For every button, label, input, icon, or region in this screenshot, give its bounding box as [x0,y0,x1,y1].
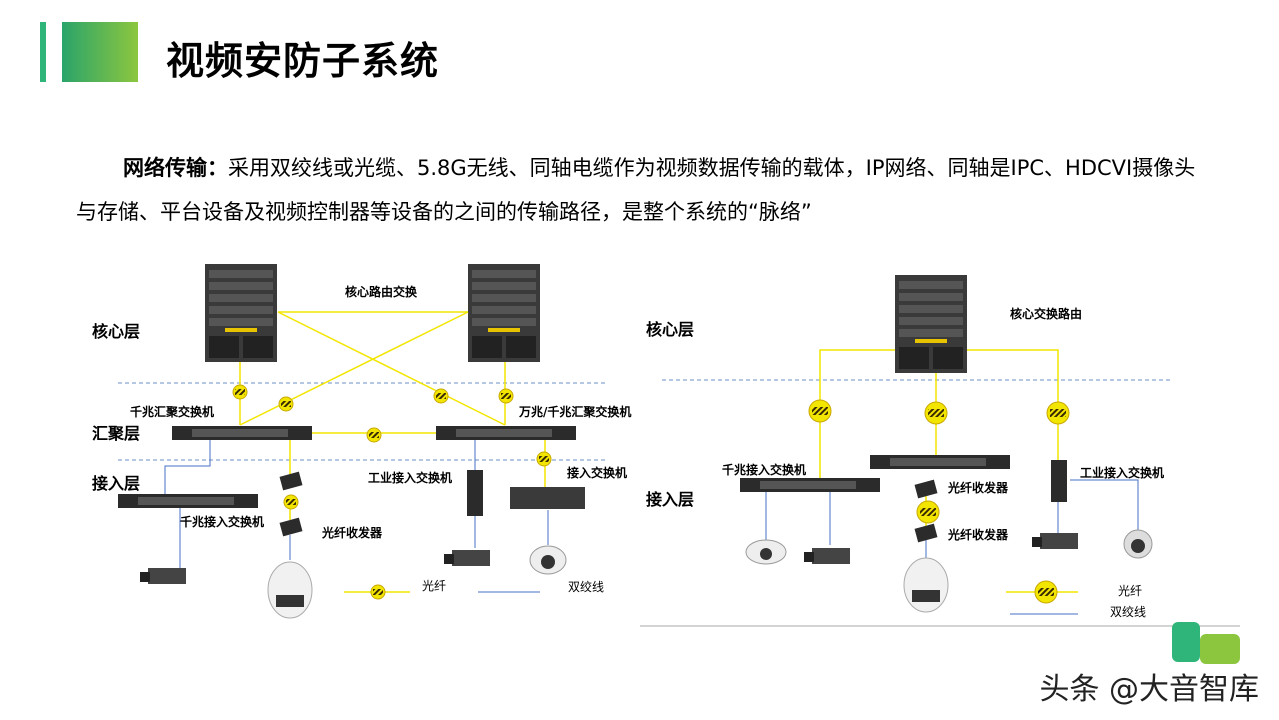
right-fiber-transceiver-1 [914,479,938,499]
intro-text: 采用双绞线或光缆、5.8G无线、同轴电缆作为视频数据传输的载体，IP网络、同轴是… [76,156,1196,224]
left-agg-right-label: 万兆/千兆汇聚交换机 [519,405,632,419]
left-access-switch [510,487,585,509]
left-box-camera-2 [444,550,490,566]
right-dome-camera [745,539,787,565]
left-fiber-transceiver-2 [279,517,303,537]
left-box-camera-1 [140,568,186,584]
right-legend-fiber: 光纤 [1118,584,1143,598]
right-switch-mid [870,455,1010,469]
corner-accent-1 [1172,622,1200,662]
title-accent-block [62,22,138,82]
right-fiber-markers [808,399,1070,604]
left-legend-twisted: 双绞线 [568,580,605,594]
right-box-camera-1 [804,548,850,564]
right-industrial-label: 工业接入交换机 [1080,466,1165,480]
left-agg-switch-2 [436,426,576,440]
right-transceiver-label-2: 光纤收发器 [948,528,1009,542]
left-transceiver-label: 光纤收发器 [322,526,383,540]
title-accent-bar [40,22,46,82]
left-layer-core: 核心层 [92,322,141,341]
left-legend-fiber: 光纤 [422,579,447,593]
right-twisted-links [765,479,1139,615]
right-legend-twisted: 双绞线 [1110,605,1147,619]
left-industrial-switch [467,470,483,516]
left-core-label: 核心路由交换 [345,285,418,299]
page-title: 视频安防子系统 [166,39,440,83]
left-dome-camera [529,545,567,575]
right-layer-core: 核心层 [646,320,695,339]
left-gig-access-label: 千兆接入交换机 [180,515,265,529]
watermark: 头条 @大音智库 [1039,672,1259,707]
left-access-switch-label: 接入交换机 [567,466,628,480]
right-core-label: 核心交换路由 [1010,307,1083,321]
left-core-router-1 [205,264,277,362]
intro-paragraph: 网络传输：采用双绞线或光缆、5.8G无线、同轴电缆作为视频数据传输的载体，IP网… [76,146,1216,234]
left-layer-access: 接入层 [92,474,141,493]
left-twisted-links [164,440,549,593]
left-layer-aggregation: 汇聚层 [92,424,141,443]
intro-lead: 网络传输： [123,156,228,180]
right-box-camera-2 [1032,533,1078,549]
left-ptz-camera [267,561,313,619]
right-ptz-camera [903,557,949,613]
right-gig-access-switch [740,478,880,492]
right-layer-access: 接入层 [646,490,695,509]
left-gig-access-switch [118,494,258,508]
right-industrial-switch [1051,460,1067,502]
left-fiber-transceiver-1 [279,471,303,491]
right-core-router [895,275,967,373]
right-fiber-transceiver-2 [914,523,938,543]
left-fiber-markers [232,384,552,600]
right-fiber-links [819,349,1078,593]
right-transceiver-label-1: 光纤收发器 [948,481,1009,495]
right-gig-access-label: 千兆接入交换机 [722,463,807,477]
left-industrial-label: 工业接入交换机 [368,471,453,485]
left-core-router-2 [468,264,540,362]
corner-accent-2 [1200,634,1240,664]
left-agg-left-label: 千兆汇聚交换机 [130,405,215,419]
left-agg-switch-1 [172,426,312,440]
right-speed-dome [1123,529,1153,559]
